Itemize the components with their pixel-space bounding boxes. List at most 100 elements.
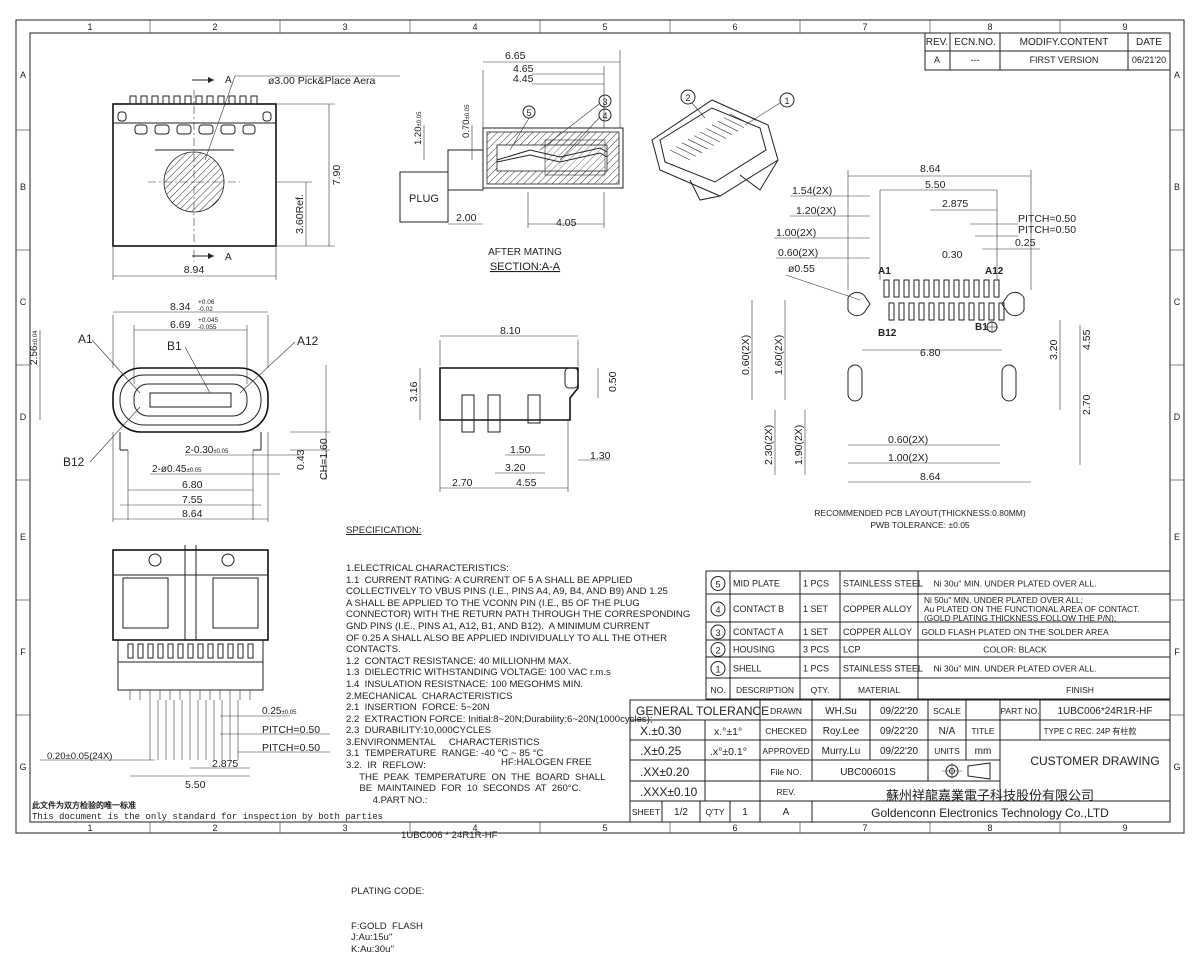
bom-finish: Au PLATED ON THE FUNCTIONAL AREA OF CONT…	[924, 604, 1140, 614]
pcb-pad	[953, 279, 960, 298]
approved-label: APPROVED	[762, 746, 809, 756]
pcb-dim-1-00-b: 1.00(2X)	[888, 452, 928, 464]
spec-plating-item: K:Au:30u''	[351, 943, 395, 955]
zone-col-bottom: 3	[342, 823, 347, 833]
file-no-value: UBC00601S	[840, 767, 896, 778]
pcb-pad	[978, 302, 985, 321]
pcb-pad	[948, 302, 955, 321]
side-dim-4-55: 4.55	[516, 477, 537, 489]
bom-finish: Ni 30u'' MIN. UNDER PLATED OVER ALL.	[933, 664, 1096, 674]
bom-material: COPPER ALLOY	[843, 604, 912, 614]
front-dim-7-55: 7.55	[182, 494, 203, 506]
pcb-dim-8-64: 8.64	[920, 163, 941, 175]
pcb-dim-1-90: 1.90(2X)	[793, 425, 805, 465]
callout-1: 1	[784, 96, 789, 106]
bom-no: 3	[715, 628, 720, 638]
zone-row-left: G	[19, 762, 26, 772]
pcb-dim-0-60: 0.60(2X)	[778, 247, 818, 259]
bom-qty: 3 PCS	[803, 645, 829, 655]
spec-line: 1.4 INSULATION RESISTNACE: 100 MEGOHMS M…	[346, 678, 584, 690]
pcb-pad	[918, 302, 925, 321]
bom-header-desc: DESCRIPTION	[736, 685, 794, 695]
front-dim-6-69: 6.69	[170, 319, 191, 331]
revision-table: REV. ECN.NO. MODIFY.CONTENT DATE A --- F…	[924, 32, 1171, 71]
side-dim-1-50: 1.50	[510, 444, 531, 456]
drawn-by: WH.Su	[825, 706, 857, 717]
pcb-dim-1-60: 1.60(2X)	[773, 335, 785, 375]
bom-finish: GOLD FLASH PLATED ON THE SOLDER AREA	[921, 627, 1109, 637]
zone-col-bottom: 5	[602, 823, 607, 833]
callout-4: 4	[602, 111, 607, 121]
side-dim-1-30: 1.30	[590, 450, 611, 462]
spec-halogen: HF:HALOGEN FREE	[501, 757, 592, 768]
callout-2: 2	[685, 93, 690, 103]
bottom-pitch-1: PITCH=0.50	[262, 724, 320, 736]
front-dim-8-64: 8.64	[182, 508, 203, 520]
bom-finish: Ni 50u'' MIN. UNDER PLATED OVER ALL;	[924, 595, 1083, 605]
front-tol-6-69-lo: -0.055	[198, 324, 217, 331]
date-header: DATE	[1136, 37, 1162, 48]
zone-row-right: G	[1173, 762, 1180, 772]
spec-line: GND PINS (I.E., PINS A1, A12, B1, AND B1…	[346, 620, 650, 632]
footnote-en: This document is the only standard for i…	[32, 812, 383, 822]
zone-row-left: A	[20, 70, 26, 80]
bom-no: 2	[715, 646, 720, 656]
pick-place-label: ø3.00 Pick&Place Aera	[268, 75, 376, 87]
zone-col-bottom: 1	[87, 823, 92, 833]
sheet-value: 1/2	[674, 807, 688, 818]
zone-col-top: 2	[212, 22, 217, 32]
pcb-pad	[913, 279, 920, 298]
side-dim-0-50: 0.50	[607, 371, 619, 392]
zone-col-bottom: 6	[732, 823, 737, 833]
bom-finish: COLOR: BLACK	[983, 645, 1047, 655]
rev-value: A	[934, 55, 940, 65]
front-dim-2-0-45: 2-ø0.45±0.05	[152, 464, 202, 475]
checked-date: 09/22'20	[880, 726, 918, 737]
zone-col-bottom: 7	[862, 823, 867, 833]
bottom-dim-5-50: 5.50	[185, 779, 206, 791]
dim-7-90: 7.90	[331, 165, 343, 186]
spec-plating-item: F:GOLD FLASH	[351, 920, 423, 932]
ecn-value: ---	[971, 55, 980, 65]
bom-desc: MID PLATE	[733, 579, 780, 589]
bottom-dim-0-25: 0.25±0.05	[262, 706, 297, 717]
footnote-cn: 此文件为双方检验的唯一标准	[32, 800, 136, 810]
plug-label: PLUG	[409, 193, 439, 205]
pcb-pad	[898, 302, 905, 321]
spec-line: 1.ELECTRICAL CHARACTERISTICS:	[346, 562, 509, 574]
spec-line: THE PEAK TEMPERATURE ON THE BOARD SHALL	[346, 771, 606, 783]
pcb-pad	[983, 279, 990, 298]
qty-label: Q'TY	[705, 807, 724, 817]
pcb-pad	[928, 302, 935, 321]
modify-value: FIRST VERSION	[1030, 55, 1099, 65]
pcb-pad	[883, 279, 890, 298]
side-dim-3-16: 3.16	[408, 381, 420, 402]
bom-no: 1	[715, 665, 720, 675]
pcb-b1: B1	[975, 322, 988, 333]
rev-value: A	[783, 807, 790, 818]
top-view: ø3.00 Pick&Place Aera A A 7.90 3.60Ref. …	[112, 75, 400, 280]
rev-label: REV.	[776, 787, 795, 797]
tol-x1: .X±0.25	[640, 744, 682, 758]
front-a12: A12	[297, 334, 319, 348]
pcb-pad	[963, 279, 970, 298]
tol-x: X.±0.30	[640, 724, 682, 738]
date-value: 06/21'20	[1132, 55, 1166, 65]
spec-line: CONTACTS.	[346, 644, 401, 656]
zone-row-left: D	[20, 412, 27, 422]
zone-row-right: F	[1174, 647, 1180, 657]
bottom-view: 0.25±0.05 PITCH=0.50 PITCH=0.50 0.20±0.0…	[40, 545, 330, 791]
spec-plating-title: PLATING CODE:	[351, 886, 425, 897]
dim-8-94: 8.94	[184, 264, 205, 276]
callout-5: 5	[526, 108, 531, 118]
pcb-pad	[903, 279, 910, 298]
title-block: GENERAL TOLERANCE X.±0.30 .X±0.25 .XX±0.…	[629, 699, 1171, 823]
dim-1-20: 1.20±0.05	[413, 111, 424, 145]
approved-date: 09/22'20	[880, 746, 918, 757]
pcb-b12: B12	[878, 328, 897, 339]
company-en: Goldenconn Electronics Technology Co.,LT…	[871, 806, 1109, 820]
front-dim-6-80: 6.80	[182, 479, 203, 491]
pcb-pad	[923, 279, 930, 298]
